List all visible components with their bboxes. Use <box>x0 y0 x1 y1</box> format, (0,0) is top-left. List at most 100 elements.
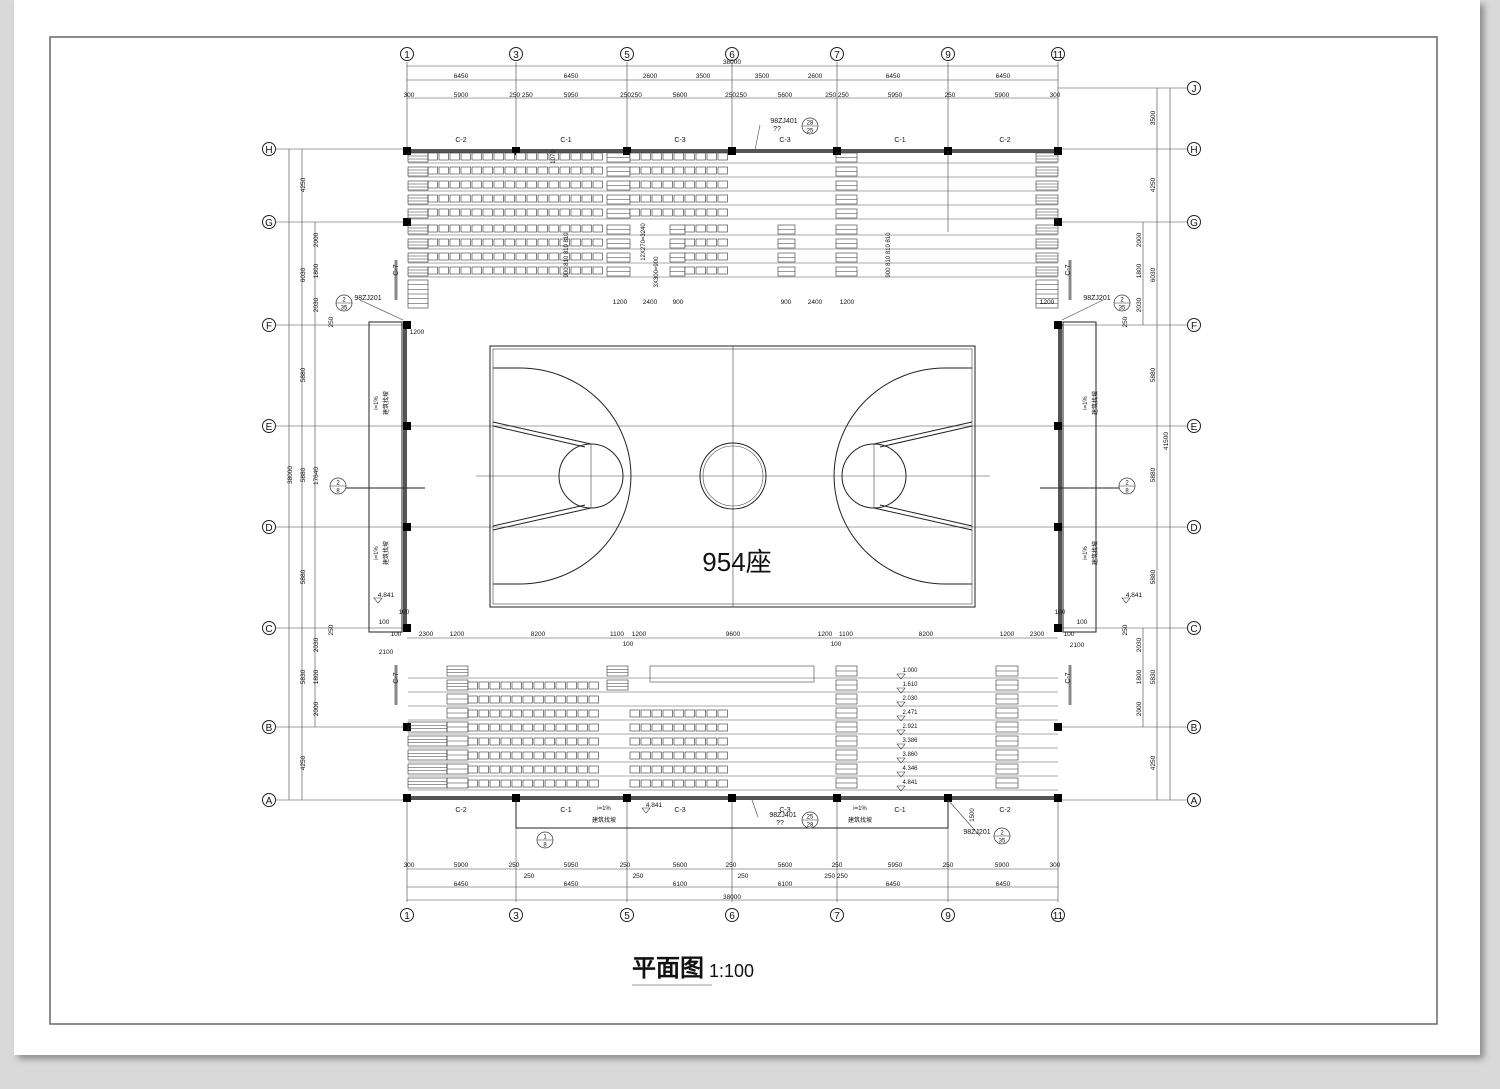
seat <box>467 723 478 732</box>
seat <box>482 252 493 261</box>
dimension-label: 300 <box>404 862 415 869</box>
dimension-label: 38000 <box>723 59 741 66</box>
seat <box>511 779 522 788</box>
dimension-label: 6450 <box>564 881 579 888</box>
seat <box>566 681 577 690</box>
seat <box>662 737 673 746</box>
seat <box>640 208 651 217</box>
stair-step <box>1035 180 1059 191</box>
seat <box>478 709 489 718</box>
axis-bubble <box>262 419 276 433</box>
elevation-mark: 4.841 <box>378 592 395 599</box>
dimension-label: 5900 <box>454 92 469 99</box>
dimension-label: 3500 <box>696 73 711 80</box>
axis-label: 11 <box>1053 50 1064 61</box>
elevation-triangle <box>896 743 906 750</box>
dimension-label: 250 <box>1122 624 1129 635</box>
drawing-title: 平面图 1:100 <box>632 955 754 986</box>
seat <box>673 152 684 161</box>
dimension-label: 300 <box>404 92 415 99</box>
seat <box>717 737 728 746</box>
seat <box>555 723 566 732</box>
elevation-triangle <box>1121 597 1131 604</box>
seat <box>438 166 449 175</box>
axis-label: J <box>1192 84 1197 95</box>
structural-column <box>403 723 411 731</box>
seat <box>684 166 695 175</box>
seat <box>544 723 555 732</box>
seat <box>482 194 493 203</box>
seat <box>673 723 684 732</box>
dimension-label: 2600 <box>808 73 823 80</box>
dimension-label: 2030 <box>313 297 320 312</box>
seat <box>588 751 599 760</box>
elevation-mark: 2.030 <box>902 696 918 702</box>
dimension-label: 5880 <box>1150 467 1157 482</box>
seat <box>522 751 533 760</box>
window-label: C-2 <box>999 807 1010 814</box>
seat <box>570 238 581 247</box>
seat <box>526 208 537 217</box>
seat <box>706 166 717 175</box>
structural-column <box>833 147 841 155</box>
seat <box>460 252 471 261</box>
seat <box>511 695 522 704</box>
window-label: C-3 <box>674 807 685 814</box>
three-point-arc-left <box>493 367 632 585</box>
dimension-label: 900 810 810 810 <box>564 232 570 278</box>
axis-bubble <box>1187 215 1201 229</box>
seating <box>407 152 1059 792</box>
seat <box>695 737 706 746</box>
bubble-bottom: 35 <box>1119 306 1126 312</box>
seat <box>493 180 504 189</box>
dimension-label: 8200 <box>919 631 934 638</box>
bubble-top: 25 <box>807 815 814 821</box>
structural-column <box>833 794 841 802</box>
seat <box>629 180 640 189</box>
seat <box>662 779 673 788</box>
slope-note: 建筑找坡 <box>592 816 616 824</box>
seat <box>581 180 592 189</box>
seat <box>544 737 555 746</box>
seat <box>471 194 482 203</box>
detail-reference: ?? <box>776 820 784 827</box>
dimension-label: 250 250 <box>509 92 533 99</box>
seat <box>559 152 570 161</box>
bubble-top: 2 <box>1125 481 1129 487</box>
seat <box>482 224 493 233</box>
dimension-label: 2300 <box>419 631 434 638</box>
dimension-label: 2000 <box>313 232 320 247</box>
seat <box>467 709 478 718</box>
seat <box>717 224 728 233</box>
seat <box>511 709 522 718</box>
seat <box>566 695 577 704</box>
structural-column <box>403 523 411 531</box>
seat <box>629 152 640 161</box>
seat <box>427 166 438 175</box>
seat <box>559 166 570 175</box>
axis-bubble <box>620 908 634 922</box>
dimension-label: 2000 <box>1136 232 1143 247</box>
structural-column <box>1054 794 1062 802</box>
seat <box>570 208 581 217</box>
seat <box>577 751 588 760</box>
seat <box>489 751 500 760</box>
dimension-label: 1200 <box>818 631 833 638</box>
dimension-label: 5880 <box>300 467 307 482</box>
stair-step <box>407 721 448 733</box>
axis-label: D <box>1190 523 1197 534</box>
leader-line <box>1061 299 1104 321</box>
axis-bubble <box>1187 793 1201 807</box>
axis-bubble <box>262 318 276 332</box>
seat <box>438 208 449 217</box>
dimension-label: 250 250 <box>825 92 849 99</box>
leader-line <box>754 124 761 151</box>
seat <box>526 166 537 175</box>
seat <box>651 166 662 175</box>
seat <box>449 224 460 233</box>
seat <box>640 737 651 746</box>
seat <box>489 765 500 774</box>
seat <box>511 681 522 690</box>
dimension-label: 6450 <box>454 881 469 888</box>
seat <box>629 709 640 718</box>
